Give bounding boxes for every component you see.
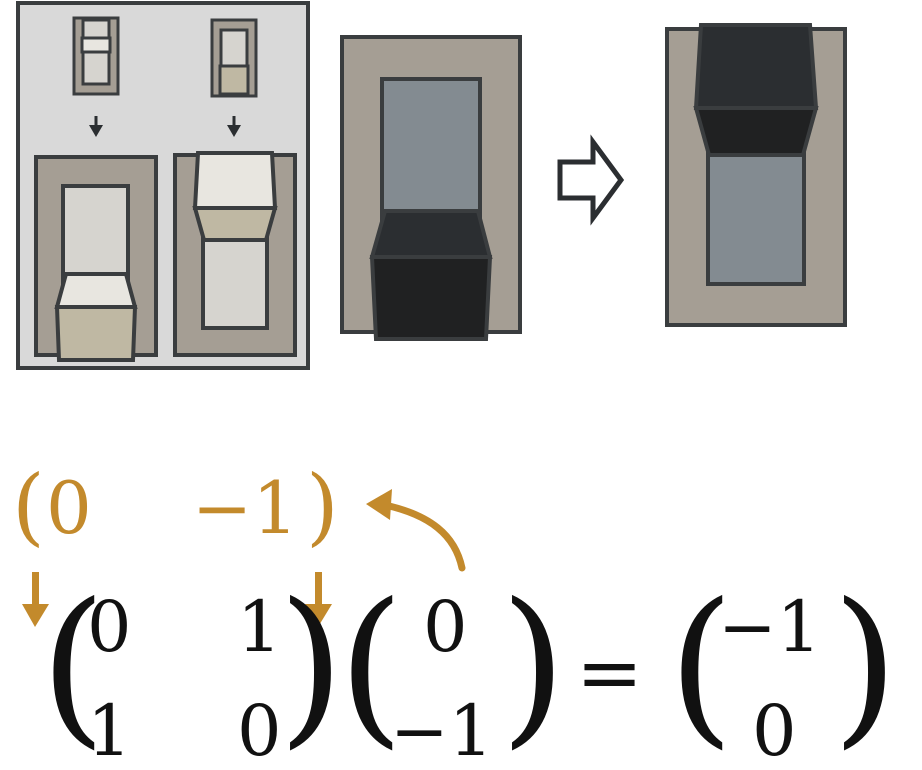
matrix-entry: 1 xyxy=(87,690,132,770)
matrix-entry: 1 xyxy=(237,586,282,668)
small-switch-down-icon xyxy=(72,16,120,96)
small-switch-up-icon xyxy=(210,18,258,98)
down-arrow-icon xyxy=(22,572,49,627)
result-left-paren: ( xyxy=(668,567,734,765)
hollow-right-arrow-icon xyxy=(557,134,625,226)
equals-sign: = xyxy=(576,626,643,719)
down-arrow-icon xyxy=(89,116,103,137)
light-switch-up-icon xyxy=(173,151,297,357)
row-vector: ( 0 −1 ) xyxy=(12,457,339,555)
result-entry: −1 xyxy=(718,586,821,668)
column-vector: ( 0 −1 ) xyxy=(338,567,566,770)
dark-switch-down-icon xyxy=(340,35,522,341)
vector-right-paren: ) xyxy=(500,567,566,765)
result-right-paren: ) xyxy=(832,567,898,765)
matrix-entry: 0 xyxy=(237,690,282,770)
matrix-equation: ( 0 1 1 0 ) ( 0 −1 ) = ( −1 0 ) xyxy=(40,567,898,770)
row-vector-right-paren: ) xyxy=(306,457,339,555)
row-vector-entry: −1 xyxy=(192,466,298,550)
vector-left-paren: ( xyxy=(338,567,404,765)
matrix: ( 0 1 1 0 ) xyxy=(40,567,344,770)
matrix-entry: 0 xyxy=(87,586,132,668)
legend-panel xyxy=(16,1,310,370)
dark-switch-up-icon xyxy=(665,23,847,327)
vector-entry: −1 xyxy=(390,690,493,770)
result-entry: 0 xyxy=(752,690,797,770)
matrix-left-paren: ( xyxy=(40,567,106,765)
row-vector-entry: 0 xyxy=(46,466,92,550)
curved-arrow-icon xyxy=(366,489,466,572)
row-vector-left-paren: ( xyxy=(12,457,45,555)
matrix-right-paren: ) xyxy=(278,567,344,765)
down-arrow-icon xyxy=(227,116,241,137)
light-switch-down-icon xyxy=(34,155,158,362)
result-vector: ( −1 0 ) xyxy=(668,567,898,770)
vector-entry: 0 xyxy=(423,586,468,668)
down-arrow-icon xyxy=(305,572,332,627)
